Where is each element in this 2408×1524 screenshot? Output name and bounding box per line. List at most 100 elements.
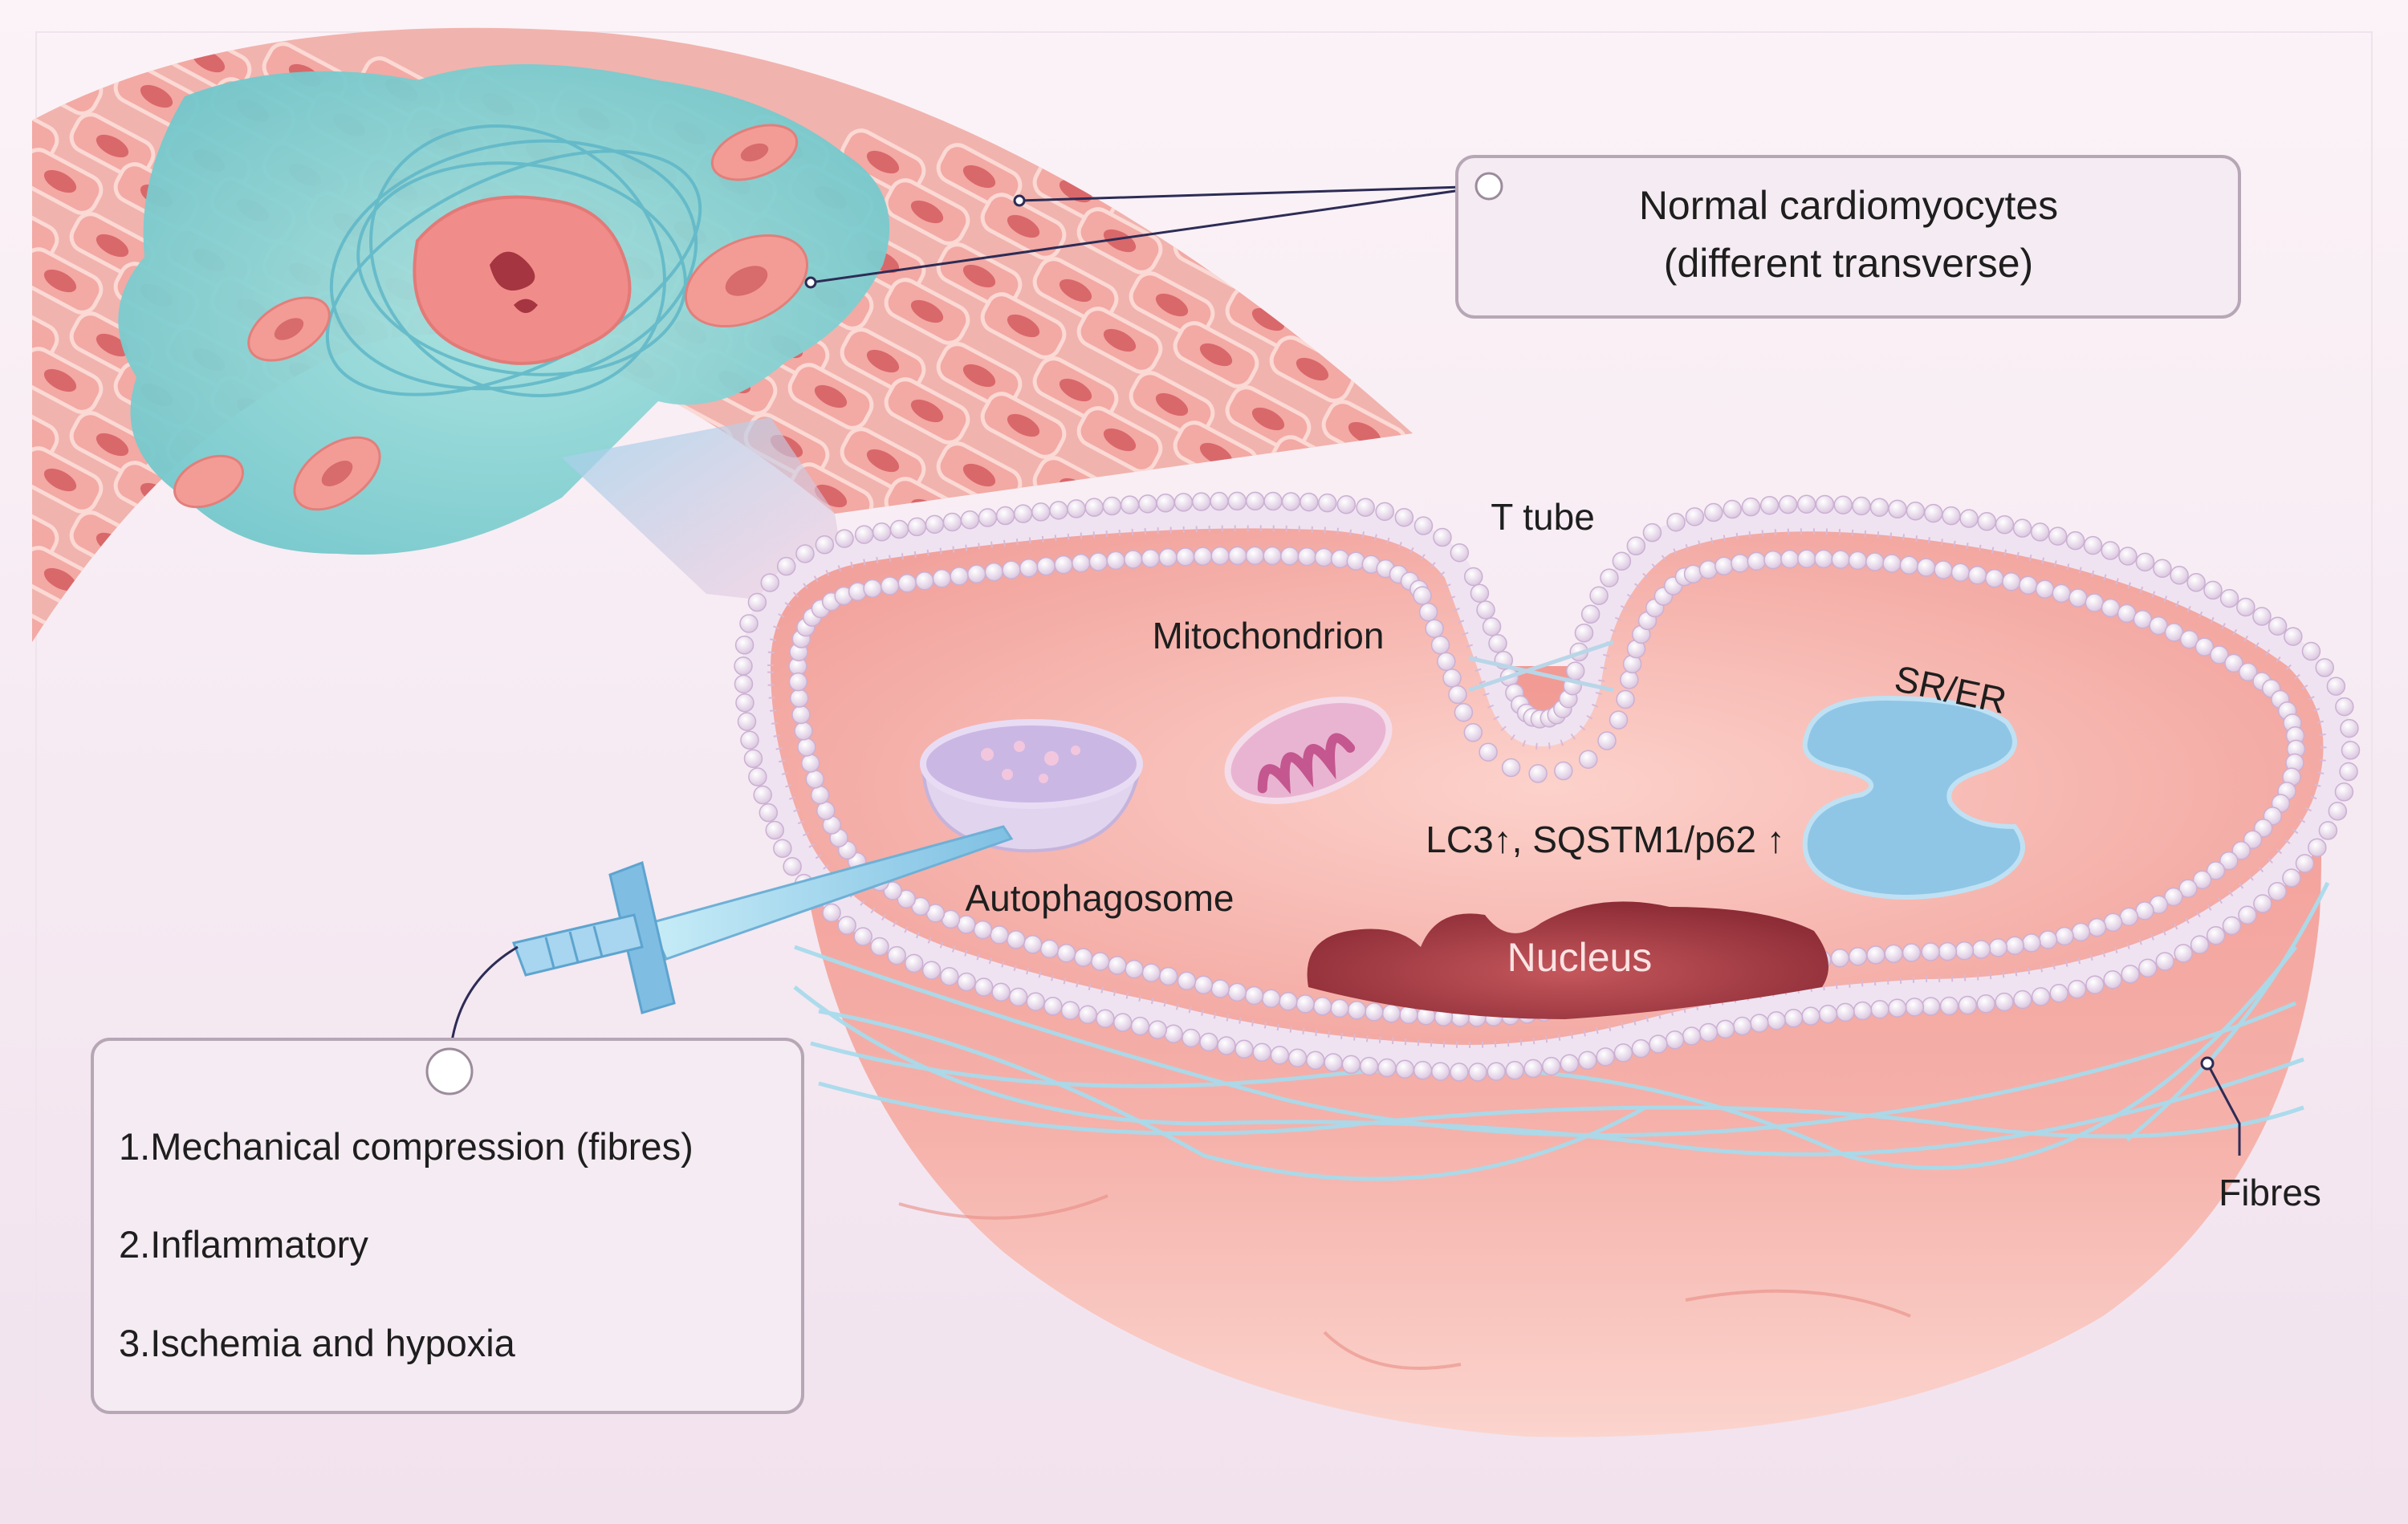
phospholipid-head (2238, 662, 2258, 682)
phospholipid-head (2133, 610, 2153, 629)
phospholipid-head (2164, 623, 2184, 642)
phospholipid-head (2071, 922, 2091, 942)
phospholipid-head (815, 535, 835, 555)
phospholipid-head (2224, 653, 2243, 673)
phospholipid-head (2117, 604, 2137, 624)
phospholipid-head (2022, 933, 2041, 953)
phospholipid-head (1193, 547, 1213, 566)
figure-frame (35, 31, 2373, 1489)
myocyte (32, 148, 104, 215)
phospholipid-head (880, 576, 900, 595)
phospholipid-head (1985, 568, 2004, 588)
factors-anchor (425, 1047, 474, 1095)
phospholipid-head (1597, 731, 1617, 750)
phospholipid-head (1158, 547, 1178, 567)
phospholipid-head (1596, 1047, 1615, 1067)
phospholipid-head (1479, 742, 1498, 762)
phospholipid-head (2083, 535, 2103, 555)
phospholipid-head (2334, 782, 2354, 802)
phospholipid-head (743, 749, 763, 769)
phospholipid-head (1463, 723, 1483, 742)
phospholipid-head (1578, 1051, 1597, 1071)
phospholipid-head (791, 705, 811, 725)
phospholipid-head (887, 945, 906, 965)
myocyte (884, 178, 970, 246)
phospholipid-head (904, 953, 924, 973)
phospholipid-head (2103, 970, 2122, 990)
phospholipid-head (1995, 515, 2015, 534)
phospholipid-head (1589, 586, 1609, 605)
phospholipid-head (1210, 491, 1229, 511)
phospholipid-head (1600, 568, 1619, 587)
phospholipid-head (765, 820, 784, 840)
phospholipid-head (1199, 1032, 1218, 1052)
phospholipid-head (795, 544, 815, 563)
autophagosome (920, 719, 1143, 853)
normal-cardiomyocytes-subtitle: (different transverse) (1664, 241, 2033, 286)
myocyte (1032, 356, 1119, 424)
phospholipid-head (759, 803, 779, 823)
sr-er (1802, 695, 2025, 900)
phospholipid-head (737, 712, 757, 731)
phospholipid-head (2031, 987, 2051, 1006)
phospholipid-head (1130, 1016, 1150, 1036)
phospholipid-head (1731, 554, 1750, 573)
phospholipid-head (863, 579, 882, 599)
phospholipid-head (889, 519, 909, 539)
myocyte (840, 427, 926, 494)
phospholipid-head (990, 925, 1009, 945)
phospholipid-head (2318, 821, 2338, 840)
phospholipid-head (1482, 617, 1502, 636)
phospholipid-head (2231, 841, 2251, 860)
phospholipid-head (957, 972, 976, 992)
phospholipid-head (1666, 512, 1686, 532)
phospholipid-head (2326, 677, 2346, 696)
phospholipid-head (1296, 994, 1315, 1014)
myocyte (1225, 385, 1312, 453)
phospholipid-head (1148, 1020, 1167, 1039)
phospholipid-head (1554, 761, 1573, 781)
factors-box (91, 1038, 804, 1414)
phospholipid-head (1177, 971, 1197, 990)
phospholipid-head (1814, 549, 1833, 569)
phospholipid-head (2339, 762, 2358, 782)
phospholipid-head (1750, 1014, 1769, 1033)
phospholipid-head (2038, 930, 2058, 949)
phospholipid-head (1281, 492, 1301, 511)
phospholipid-head (783, 856, 802, 876)
phospholipid-head (1381, 1004, 1401, 1023)
phospholipid-head (1359, 1056, 1379, 1076)
phospholipid-head (1418, 602, 1438, 622)
phospholipid-head (907, 517, 927, 537)
factor-item-1: 1.Mechanical compression (fibres) (119, 1125, 694, 1168)
phospholipid-head (2335, 697, 2354, 717)
phospholipid-head (835, 529, 854, 548)
phospholipid-head (1270, 1046, 1290, 1065)
myocyte (980, 392, 1067, 459)
phospholipid-head (1612, 551, 1632, 571)
myocyte (1129, 271, 1215, 339)
phospholipid-head (1210, 979, 1230, 998)
phospholipid-head (1425, 619, 1444, 638)
myocyte (980, 292, 1067, 360)
myocyte (884, 377, 970, 445)
phospholipid-head (1306, 1051, 1325, 1070)
phospholipid-head (854, 525, 874, 544)
phospholipid-head (1138, 494, 1157, 514)
phospholipid-head (991, 982, 1011, 1002)
phospholipid-head (1560, 1054, 1580, 1073)
phospholipid-head (1002, 560, 1021, 579)
phospholipid-head (1395, 1059, 1415, 1079)
phospholipid-head (2170, 566, 2189, 585)
phospholipid-head (1026, 992, 1045, 1011)
phospholipid-head (1836, 1002, 1855, 1022)
normal-cardiomyocytes-callout: Normal cardiomyocytes (different transve… (1455, 155, 2241, 319)
phospholipid-head (1977, 512, 1997, 531)
phospholipid-head (995, 506, 1015, 526)
phospholipid-head (1942, 506, 1961, 526)
phospholipid-head (789, 689, 809, 708)
nucleus (1307, 901, 1828, 1019)
phospholipid-head (2222, 916, 2242, 936)
phospholipid-head (797, 738, 816, 757)
phospholipid-head (1916, 558, 1936, 577)
